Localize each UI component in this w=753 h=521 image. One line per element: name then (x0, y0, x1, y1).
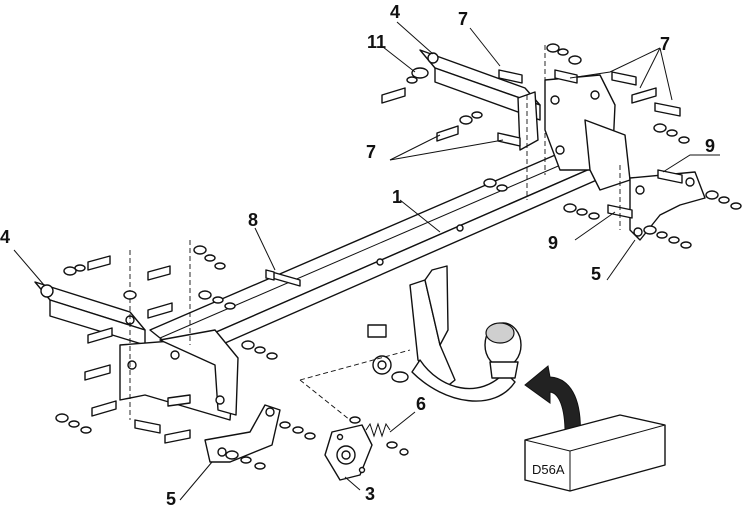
callout-numbers: 1 3 4 4 5 5 6 7 7 7 8 9 9 11 (0, 2, 715, 509)
right-upper-washers-nuts (406, 43, 690, 220)
model-box: D56A (524, 414, 666, 492)
callout-4-left: 4 (0, 227, 10, 247)
callout-5-left: 5 (166, 489, 176, 509)
left-bolts (84, 255, 191, 444)
callout-7-left: 7 (366, 142, 376, 162)
leader-lines (13, 21, 720, 501)
callout-6: 6 (416, 394, 426, 414)
callout-1: 1 (392, 187, 402, 207)
callout-8: 8 (248, 210, 258, 230)
callout-7-top: 7 (458, 9, 468, 29)
callout-11: 11 (367, 32, 386, 52)
socket-plate (324, 424, 373, 481)
callout-5-right: 5 (591, 264, 601, 284)
callout-9-right: 9 (705, 136, 715, 156)
left-washers-nuts (55, 245, 278, 434)
left-side-bracket (34, 240, 239, 421)
spring-bolt (349, 416, 409, 456)
callout-4-top: 4 (390, 2, 400, 22)
model-label: D56A (532, 462, 565, 477)
callout-7-right: 7 (660, 34, 670, 54)
crossbar-beam (149, 139, 616, 366)
callout-3: 3 (365, 484, 375, 504)
right-lower-plate (607, 165, 742, 249)
right-upper-bracket (419, 45, 631, 200)
bolt-8 (265, 269, 301, 287)
tow-neck-and-ball (299, 265, 522, 421)
left-lower-plate (204, 404, 316, 470)
right-upper-bolts (381, 69, 681, 147)
callout-9-lower: 9 (548, 233, 558, 253)
